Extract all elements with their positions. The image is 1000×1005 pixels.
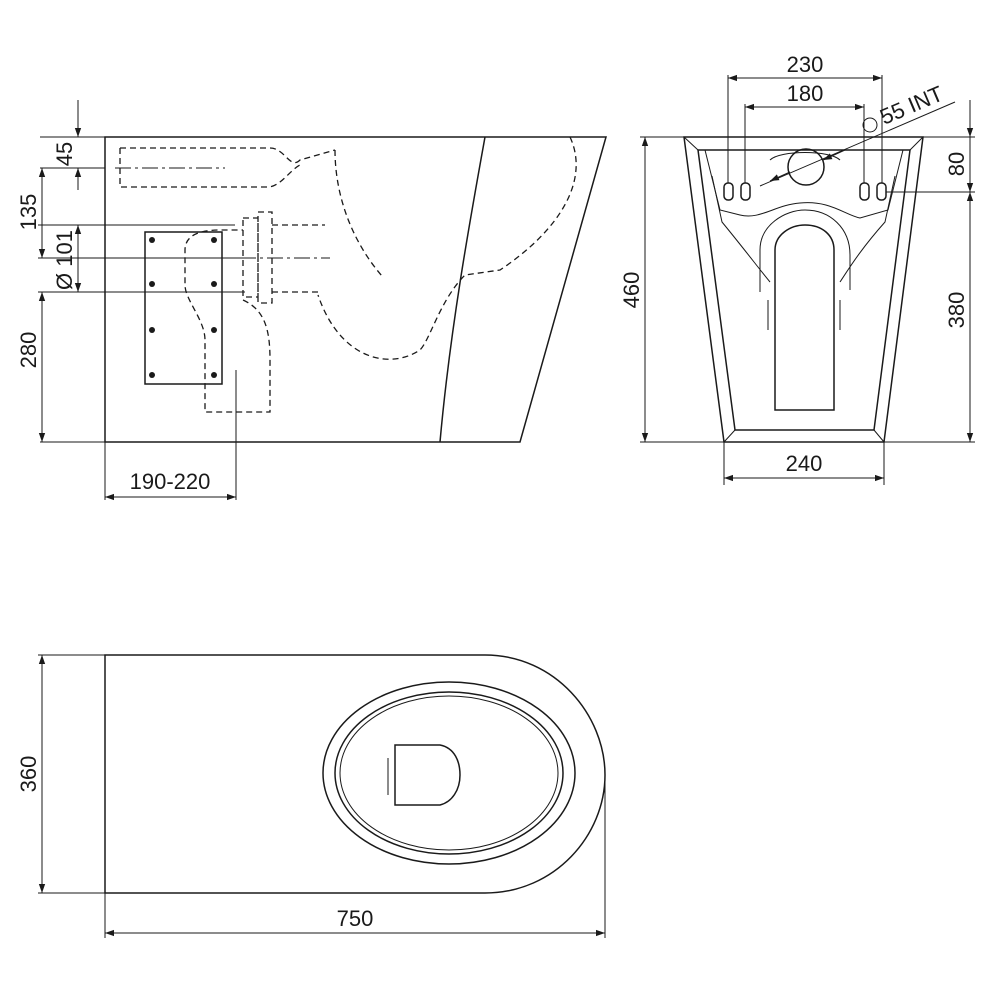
dim-180: 180 [745, 81, 864, 111]
front-body-outline [683, 136, 924, 443]
side-trap-hidden [334, 149, 383, 277]
side-plate-bolts [149, 237, 217, 378]
top-rim-inner [334, 691, 564, 855]
dim-750-label: 750 [337, 906, 374, 931]
dim-101-label: Ø 101 [52, 230, 77, 290]
top-view: 360 750 [16, 654, 606, 938]
side-view: 45 135 Ø 101 280 190-220 [16, 100, 607, 501]
front-view: 230 180 55 INT 460 80 380 [619, 52, 975, 485]
side-outlet-spigot [242, 211, 325, 304]
dim-460: 460 [619, 137, 649, 442]
dim-380: 380 [944, 192, 974, 442]
front-top-band [704, 149, 904, 219]
side-body-outline [104, 136, 607, 443]
dim-45: 45 [52, 100, 82, 190]
front-flush-pipe-outer [787, 148, 825, 186]
dim-230-label: 230 [787, 52, 824, 77]
dim-750: 750 [105, 906, 605, 937]
dim-101: Ø 101 [52, 225, 82, 292]
dim-280-label: 280 [16, 332, 41, 369]
dim-240: 240 [724, 451, 884, 482]
top-outlet [394, 744, 461, 806]
dim-55-int-label: 55 INT [876, 81, 947, 130]
top-rim-outer [322, 681, 576, 865]
dim-280: 280 [16, 292, 46, 442]
side-front-edge [439, 136, 486, 443]
dim-230: 230 [728, 52, 882, 82]
front-outlet [774, 224, 835, 411]
dim-190-220: 190-220 [105, 469, 236, 501]
dim-360: 360 [16, 655, 46, 893]
dim-240-label: 240 [786, 451, 823, 476]
front-inner-outline [697, 149, 911, 431]
side-outlet-bend [184, 229, 271, 413]
dim-460-label: 460 [619, 272, 644, 309]
dim-180-label: 180 [787, 81, 824, 106]
top-rim-inner2 [339, 695, 559, 851]
dim-80: 80 [944, 100, 974, 192]
dim-360-label: 360 [16, 756, 41, 793]
front-small-circle [862, 117, 878, 133]
side-mounting-plate [144, 231, 223, 385]
dim-380-label: 380 [944, 292, 969, 329]
dim-190-220-label: 190-220 [130, 469, 211, 494]
side-flush-inlet [119, 147, 336, 188]
dim-135: 135 [16, 168, 46, 258]
side-bowl-hidden [317, 136, 577, 360]
dim-80-label: 80 [944, 152, 969, 176]
dim-45-label: 45 [52, 142, 77, 166]
dim-135-label: 135 [16, 194, 41, 231]
top-body-outline [104, 654, 606, 894]
